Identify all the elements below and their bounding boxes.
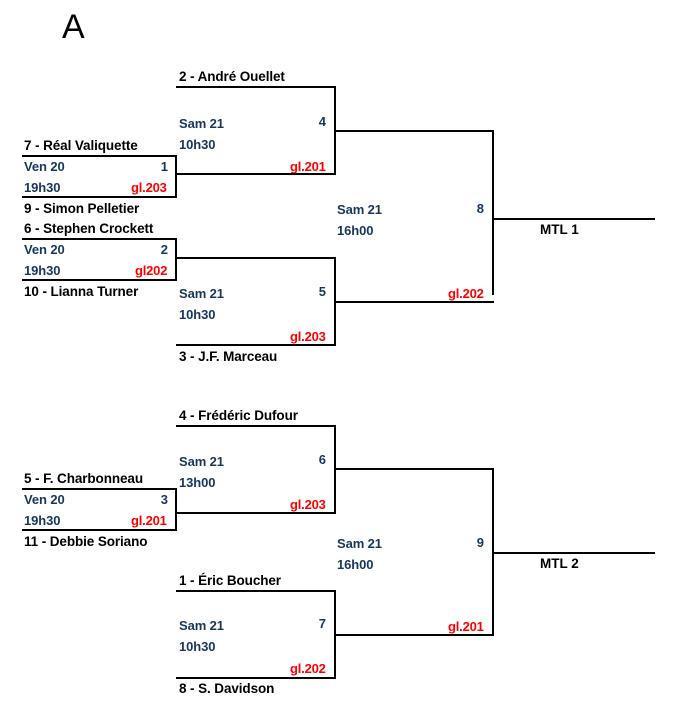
sf-2-time: 16h00 — [337, 557, 374, 572]
qf-3-top-line — [176, 425, 336, 427]
qf-4-day: Sam 21 — [179, 618, 224, 633]
sf-1-winner-line — [492, 218, 655, 220]
qf-4-right-connector — [334, 590, 336, 677]
qf-2-match-number: 5 — [318, 284, 326, 299]
qf-2-court: gl.203 — [290, 329, 326, 344]
play-in-1-top-line — [22, 155, 177, 157]
qf-4-top-line — [176, 590, 336, 592]
sf-2-right-connector — [492, 468, 494, 635]
qf-1-top-line — [176, 86, 336, 88]
qf-1-bottom-line — [176, 173, 336, 175]
qf-2-bottom-line — [176, 344, 336, 346]
qf-2-day: Sam 21 — [179, 286, 224, 301]
play-in-3-right-connector — [175, 488, 177, 531]
qf-1-court: gl.201 — [290, 159, 326, 174]
play-in-2-right-connector — [175, 238, 177, 281]
play-in-3-bottom-player: 11 - Debbie Soriano — [24, 534, 148, 549]
play-in-2-top-player: 6 - Stephen Crockett — [24, 221, 154, 236]
play-in-2-court: gl202 — [135, 263, 168, 278]
qf-3-match-number: 6 — [318, 452, 326, 467]
qf-4-time: 10h30 — [179, 639, 216, 654]
sf-1-bottom-line — [334, 301, 494, 303]
qf-1-right-connector — [334, 86, 336, 173]
play-in-2-day: Ven 20 — [24, 242, 65, 257]
qf-4-match-number: 7 — [318, 616, 326, 631]
qf-4-court: gl.202 — [290, 661, 326, 676]
play-in-2-bottom-player: 10 - Lianna Turner — [24, 284, 139, 299]
sf-2-result-label: MTL 2 — [540, 556, 579, 571]
play-in-1-match-number: 1 — [160, 159, 168, 174]
bracket-group-title: A — [62, 8, 85, 46]
play-in-3-day: Ven 20 — [24, 492, 65, 507]
sf-1-top-line — [334, 130, 494, 132]
qf-4-bottom-player: 8 - S. Davidson — [179, 681, 275, 696]
qf-4-bottom-line — [176, 677, 336, 679]
sf-2-day: Sam 21 — [337, 536, 382, 551]
qf-1-day: Sam 21 — [179, 116, 224, 131]
sf-2-top-line — [334, 468, 494, 470]
qf-2-top-line — [176, 257, 336, 259]
qf-3-day: Sam 21 — [179, 454, 224, 469]
sf-1-right-connector — [492, 130, 494, 295]
play-in-1-top-player: 7 - Réal Valiquette — [24, 138, 138, 153]
play-in-2-match-number: 2 — [160, 242, 168, 257]
sf-1-match-number: 8 — [476, 201, 484, 216]
play-in-3-top-player: 5 - F. Charbonneau — [24, 471, 143, 486]
sf-1-court: gl.202 — [448, 286, 484, 301]
play-in-1-court: gl.203 — [131, 180, 167, 195]
sf-2-bottom-line — [334, 634, 494, 636]
play-in-1-right-connector — [175, 155, 177, 198]
play-in-3-time: 19h30 — [24, 513, 61, 528]
qf-3-time: 13h00 — [179, 475, 216, 490]
qf-4-top-player: 1 - Éric Boucher — [179, 573, 281, 588]
qf-3-court: gl.203 — [290, 497, 326, 512]
qf-1-match-number: 4 — [318, 114, 326, 129]
play-in-2-top-line — [22, 238, 177, 240]
sf-2-court: gl.201 — [448, 619, 484, 634]
sf-1-time: 16h00 — [337, 223, 374, 238]
play-in-3-match-number: 3 — [160, 492, 168, 507]
play-in-3-top-line — [22, 488, 177, 490]
sf-2-winner-line — [492, 552, 655, 554]
play-in-3-bottom-line — [22, 529, 177, 531]
qf-2-right-connector — [334, 257, 336, 344]
play-in-3-court: gl.201 — [131, 513, 167, 528]
play-in-1-bottom-player: 9 - Simon Pelletier — [24, 201, 140, 216]
play-in-2-bottom-line — [22, 279, 177, 281]
qf-3-top-player: 4 - Frédéric Dufour — [179, 408, 298, 423]
sf-1-result-label: MTL 1 — [540, 222, 579, 237]
play-in-1-bottom-line — [22, 196, 177, 198]
qf-2-bottom-player: 3 - J.F. Marceau — [179, 349, 278, 364]
play-in-2-time: 19h30 — [24, 263, 61, 278]
qf-3-bottom-line — [176, 512, 336, 514]
sf-2-match-number: 9 — [476, 535, 484, 550]
qf-1-time: 10h30 — [179, 137, 216, 152]
qf-2-time: 10h30 — [179, 307, 216, 322]
sf-1-day: Sam 21 — [337, 202, 382, 217]
play-in-1-time: 19h30 — [24, 180, 61, 195]
play-in-1-day: Ven 20 — [24, 159, 65, 174]
qf-1-top-player: 2 - André Ouellet — [179, 69, 285, 84]
